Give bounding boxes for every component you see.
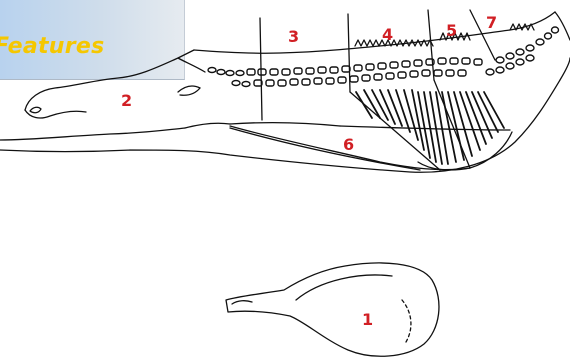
label-5: 5 <box>446 21 457 40</box>
separate-bone-outline <box>226 263 439 356</box>
label-7: 7 <box>486 13 497 32</box>
label-6: 6 <box>343 135 354 154</box>
label-2: 2 <box>121 91 132 110</box>
tooth-roots <box>356 90 512 170</box>
label-1: 1 <box>362 310 373 329</box>
label-3: 3 <box>288 27 299 46</box>
label-4: 4 <box>382 25 393 44</box>
